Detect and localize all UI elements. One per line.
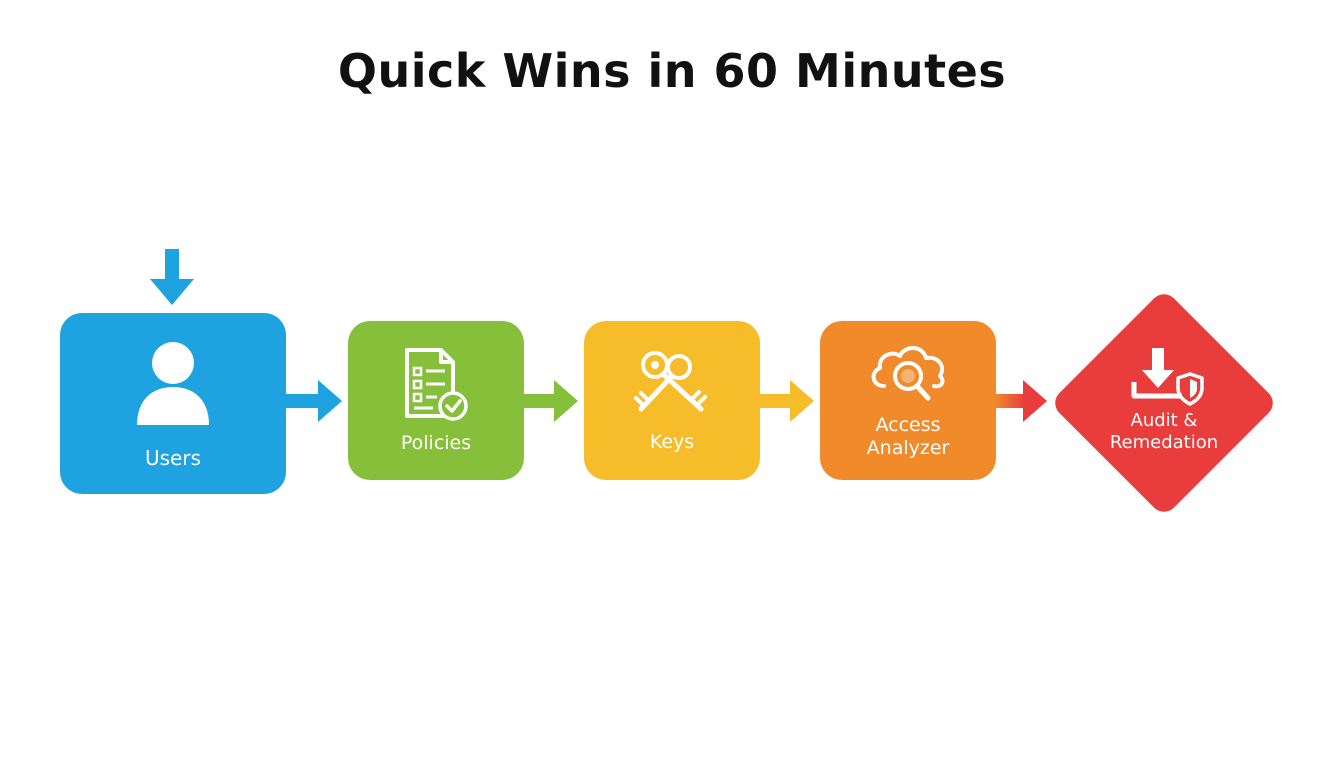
- node-audit-remediation-label: Audit & Remedation: [1109, 410, 1219, 453]
- arrow-access-analyzer-to-audit: [995, 380, 1047, 422]
- node-keys: Keys: [584, 321, 760, 480]
- arrow-keys-to-access-analyzer: [758, 380, 814, 422]
- node-keys-label: Keys: [649, 431, 695, 453]
- node-users: Users: [60, 313, 286, 494]
- policy-document-icon: [405, 348, 468, 421]
- cloud-search-icon: [871, 345, 945, 400]
- arrow-policies-to-keys: [522, 380, 578, 422]
- user-icon: [137, 342, 209, 425]
- entry-arrow: [150, 249, 194, 305]
- keys-icon: [634, 351, 707, 412]
- node-access-analyzer: Access Analyzer: [820, 321, 996, 480]
- node-policies-label: Policies: [400, 432, 472, 454]
- node-access-analyzer-label: Access Analyzer: [866, 413, 950, 459]
- download-shield-icon: [1131, 348, 1204, 406]
- node-policies: Policies: [348, 321, 524, 480]
- diagram-title: Quick Wins in 60 Minutes: [337, 44, 1007, 98]
- node-users-label: Users: [144, 446, 201, 470]
- node-audit-remediation: Audit & Remedation: [1049, 288, 1279, 518]
- arrow-users-to-policies: [286, 380, 342, 422]
